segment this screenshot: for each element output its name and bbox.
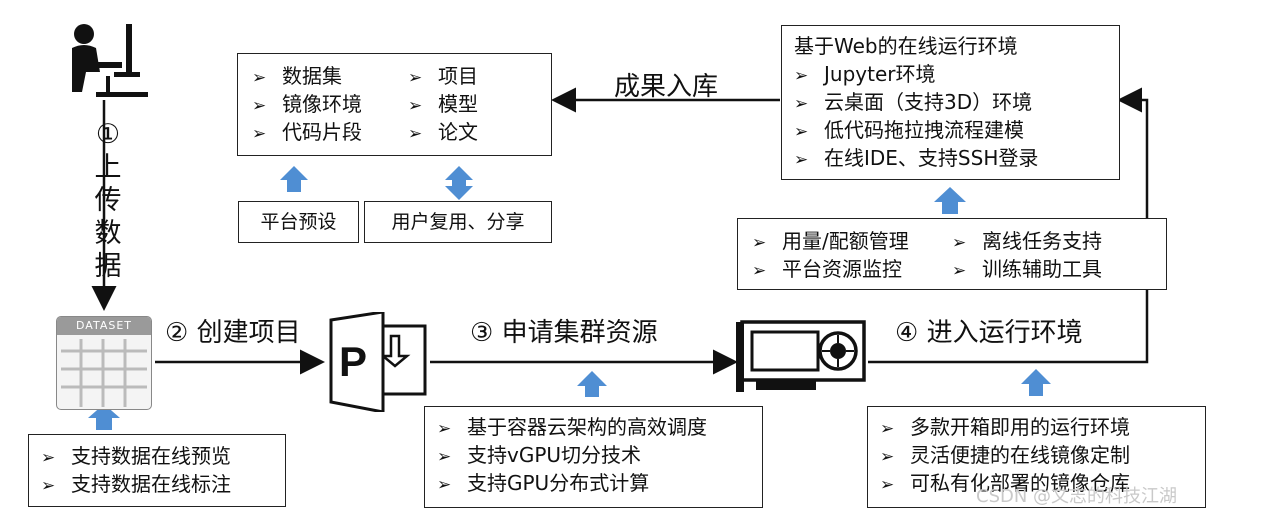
- scheduling-item: ➢支持vGPU切分技术: [437, 443, 642, 467]
- dataset-up-arrow: [88, 404, 120, 430]
- step1-circle: ①: [95, 119, 121, 150]
- watermark: CSDN @文志的科技江湖: [976, 486, 1178, 507]
- dataset-features-box: ➢支持数据在线预览 ➢支持数据在线标注: [28, 434, 286, 507]
- step1-char: 据: [94, 251, 122, 282]
- env-up-arrow: [1021, 369, 1051, 396]
- step1-char: 数: [94, 218, 122, 249]
- mgmt-box: ➢用量/配额管理 ➢平台资源监控 ➢离线任务支持 ➢训练辅助工具: [737, 218, 1167, 290]
- scheduling-item: ➢支持GPU分布式计算: [437, 471, 650, 495]
- step1-char: 上: [94, 152, 122, 183]
- gpu-card-icon: [736, 320, 866, 392]
- web-env-item: ➢云桌面（支持3D）环境: [794, 90, 1033, 114]
- dataset-icon: DATASET: [56, 316, 152, 410]
- mgmt-item: ➢平台资源监控: [752, 257, 902, 281]
- env-feature: ➢多款开箱即用的运行环境: [880, 415, 1130, 439]
- mgmt-item: ➢训练辅助工具: [952, 257, 1102, 281]
- scheduling-up-arrow: [577, 371, 607, 397]
- web-env-item: ➢低代码拖拉拽流程建模: [794, 118, 1024, 142]
- env-feature: ➢灵活便捷的在线镜像定制: [880, 443, 1130, 467]
- web-env-item: ➢在线IDE、支持SSH登录: [794, 146, 1039, 170]
- preset-up-arrow: [280, 166, 308, 192]
- person-computer-icon: [72, 24, 148, 97]
- env-features-box: ➢多款开箱即用的运行环境 ➢灵活便捷的在线镜像定制 ➢可私有化部署的镜像仓库: [867, 406, 1206, 508]
- mgmt-up-arrow: [934, 187, 966, 214]
- asset-item: ➢论文: [408, 120, 478, 144]
- asset-item: ➢模型: [408, 92, 478, 116]
- dataset-feature: ➢支持数据在线预览: [41, 444, 231, 468]
- step3-label: ③ 申请集群资源: [470, 318, 658, 348]
- asset-item: ➢数据集: [252, 64, 342, 88]
- scheduling-box: ➢基于容器云架构的高效调度 ➢支持vGPU切分技术 ➢支持GPU分布式计算: [424, 406, 763, 508]
- dataset-grid-icon: [61, 339, 147, 407]
- dataset-icon-label: DATASET: [57, 317, 151, 335]
- step4-label: ④ 进入运行环境: [895, 318, 1083, 348]
- env-feature: ➢可私有化部署的镜像仓库: [880, 471, 1130, 495]
- asset-item: ➢项目: [408, 64, 478, 88]
- user-share-box: 用户复用、分享: [364, 201, 552, 243]
- blue-arrows: [88, 166, 1051, 430]
- mgmt-item: ➢离线任务支持: [952, 229, 1102, 253]
- scheduling-item: ➢基于容器云架构的高效调度: [437, 415, 707, 439]
- web-env-item: ➢Jupyter环境: [794, 62, 936, 86]
- assets-box: ➢数据集 ➢镜像环境 ➢代码片段 ➢项目 ➢模型 ➢论文: [237, 53, 552, 156]
- dataset-feature: ➢支持数据在线标注: [41, 472, 231, 496]
- step2-label: ② 创建项目: [165, 318, 301, 348]
- project-icon: P: [329, 312, 427, 412]
- mgmt-item: ➢用量/配额管理: [752, 229, 909, 253]
- svg-text:P: P: [339, 338, 367, 385]
- step1-label: ① 上 传 数 据: [88, 118, 128, 283]
- asset-item: ➢代码片段: [252, 120, 362, 144]
- platform-preset-box: 平台预设: [238, 201, 359, 243]
- results-label: 成果入库: [614, 72, 719, 102]
- step1-char: 传: [94, 185, 122, 216]
- web-env-box: 基于Web的在线运行环境 ➢Jupyter环境 ➢云桌面（支持3D）环境 ➢低代…: [781, 25, 1120, 180]
- web-env-title: 基于Web的在线运行环境: [794, 34, 1018, 58]
- asset-item: ➢镜像环境: [252, 92, 362, 116]
- share-double-arrow: [445, 166, 473, 200]
